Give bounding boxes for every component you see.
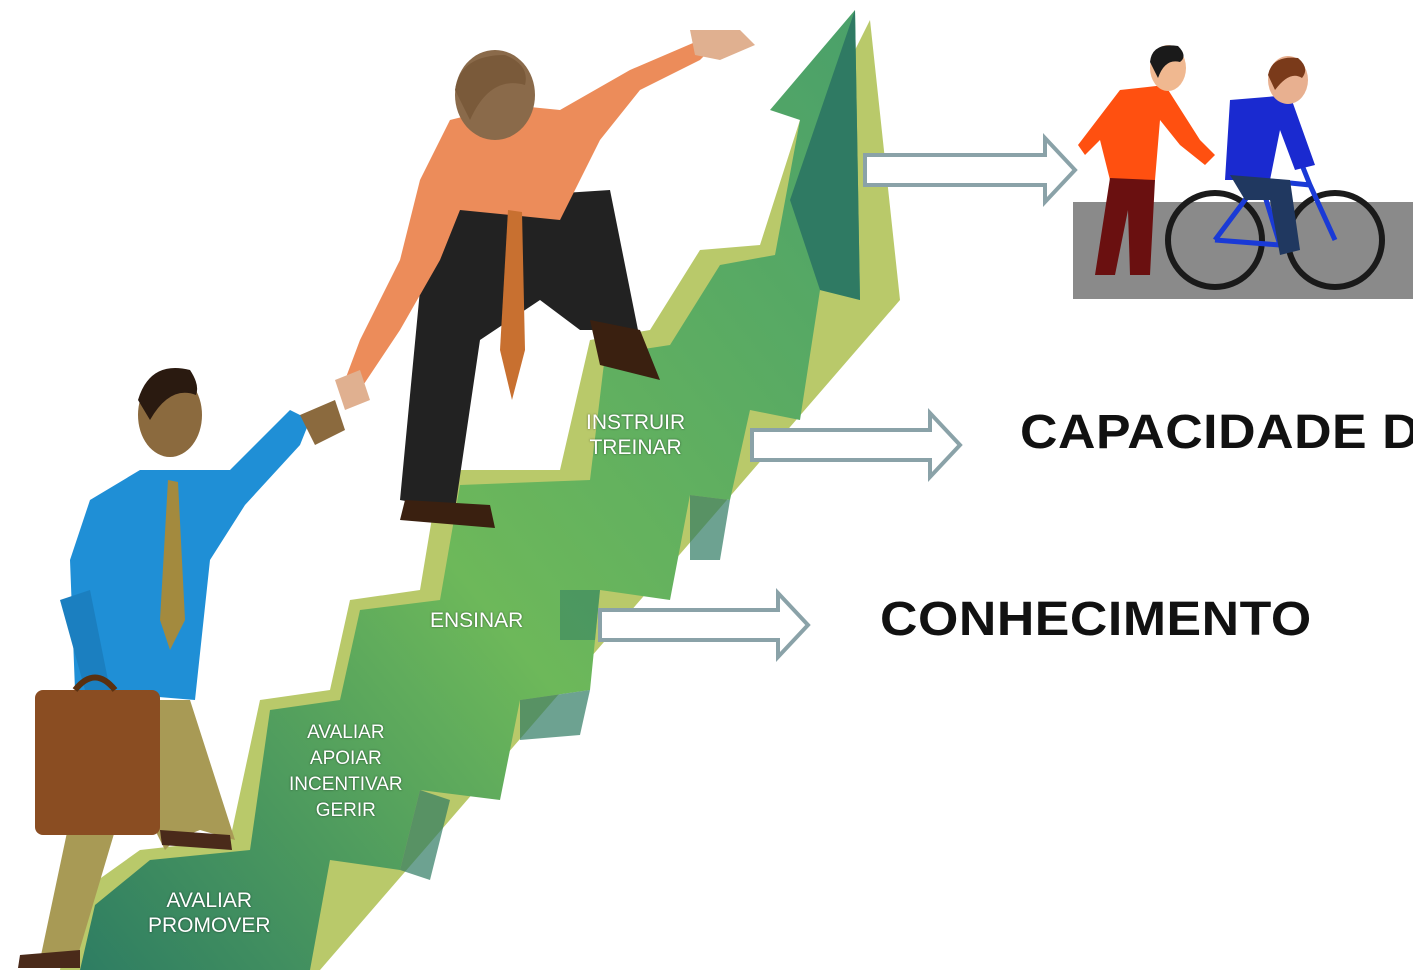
rider-shirt xyxy=(1225,95,1315,180)
tie xyxy=(160,480,185,650)
rider-trousers xyxy=(1230,175,1300,255)
shirt xyxy=(70,410,310,700)
outcome-text: CAPACIDADE D xyxy=(1020,406,1413,459)
bicycle-rear-wheel xyxy=(1165,190,1265,290)
step-label-line: INSTRUIR xyxy=(586,411,686,434)
trousers xyxy=(400,190,640,510)
step-label-line: TREINAR xyxy=(589,436,682,459)
rider-hair xyxy=(1268,57,1306,90)
hair xyxy=(455,55,526,120)
tie xyxy=(500,210,525,400)
arm xyxy=(60,590,110,690)
staircase-arrow xyxy=(60,10,900,970)
stair-front-face xyxy=(80,10,860,970)
shoe xyxy=(590,320,660,380)
step-label-1: AVALIAR PROMOVER xyxy=(148,888,271,938)
step-label-line: GERIR xyxy=(315,800,376,821)
stair-side-shade xyxy=(690,495,730,560)
outcome-capacity: CAPACIDADE D xyxy=(1020,405,1413,460)
step-label-4: INSTRUIR TREINAR xyxy=(586,410,685,460)
helper-hair xyxy=(1150,45,1184,78)
shoe xyxy=(18,950,80,968)
step-label-3: ENSINAR xyxy=(430,608,523,633)
stair-side-shade xyxy=(520,690,590,740)
shirt xyxy=(345,40,710,390)
step-label-line: AVALIAR xyxy=(166,889,253,912)
step-label-line: AVALIAR xyxy=(307,722,385,743)
step-label-line: PROMOVER xyxy=(148,914,271,937)
step-label-line: ENSINAR xyxy=(430,609,524,632)
outcome-text: CONHECIMENTO xyxy=(880,593,1312,646)
stair-side-shade xyxy=(560,590,600,640)
hand xyxy=(300,400,345,445)
arrow-head-side xyxy=(790,10,860,300)
stair-side-shade xyxy=(400,790,450,880)
briefcase-handle xyxy=(72,674,118,692)
arrow-to-knowledge xyxy=(598,587,811,663)
briefcase xyxy=(35,690,160,835)
helper-shirt xyxy=(1078,85,1215,180)
arrow-to-capacity xyxy=(750,407,963,483)
step-label-line: APOIAR xyxy=(309,748,382,769)
helper-trousers xyxy=(1095,178,1155,275)
step-label-line: INCENTIVAR xyxy=(289,774,403,795)
hair xyxy=(138,368,198,420)
arrow-to-cycling xyxy=(863,132,1078,208)
person-orange-shirt xyxy=(335,30,755,528)
shoe xyxy=(160,830,232,850)
outcome-knowledge: CONHECIMENTO xyxy=(880,592,1312,647)
hand xyxy=(690,30,755,60)
cycling-lesson-image xyxy=(1073,45,1413,299)
person-blue-shirt xyxy=(18,368,345,968)
shoe xyxy=(400,500,495,528)
step-label-2: AVALIAR APOIAR INCENTIVAR GERIR xyxy=(289,720,403,824)
hand xyxy=(335,370,370,410)
